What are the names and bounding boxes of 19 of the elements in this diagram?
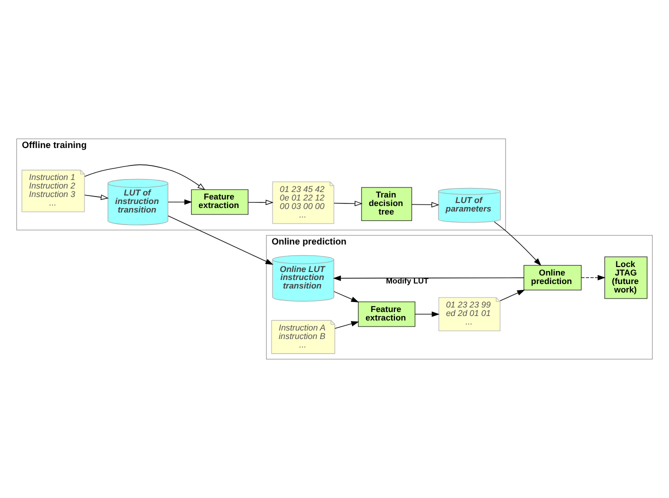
node-box: Lock JTAG (future work) [604,256,648,299]
arrow [334,291,359,302]
node-box: Train decision tree [361,187,412,221]
arrow [334,321,360,329]
arrow [84,194,109,200]
arrow [580,274,606,280]
arrow [168,215,274,265]
node-box: Feature extraction [358,301,416,327]
arrow [168,199,192,205]
node-box: Online prediction [524,264,582,290]
arrow [334,200,363,206]
arrow [494,221,542,266]
arrow [84,164,206,190]
arrow [414,311,440,317]
arrow [248,200,274,206]
arrow [500,290,525,302]
arrow [411,202,440,208]
arrow [333,276,524,281]
node-box: Feature extraction [191,189,248,215]
